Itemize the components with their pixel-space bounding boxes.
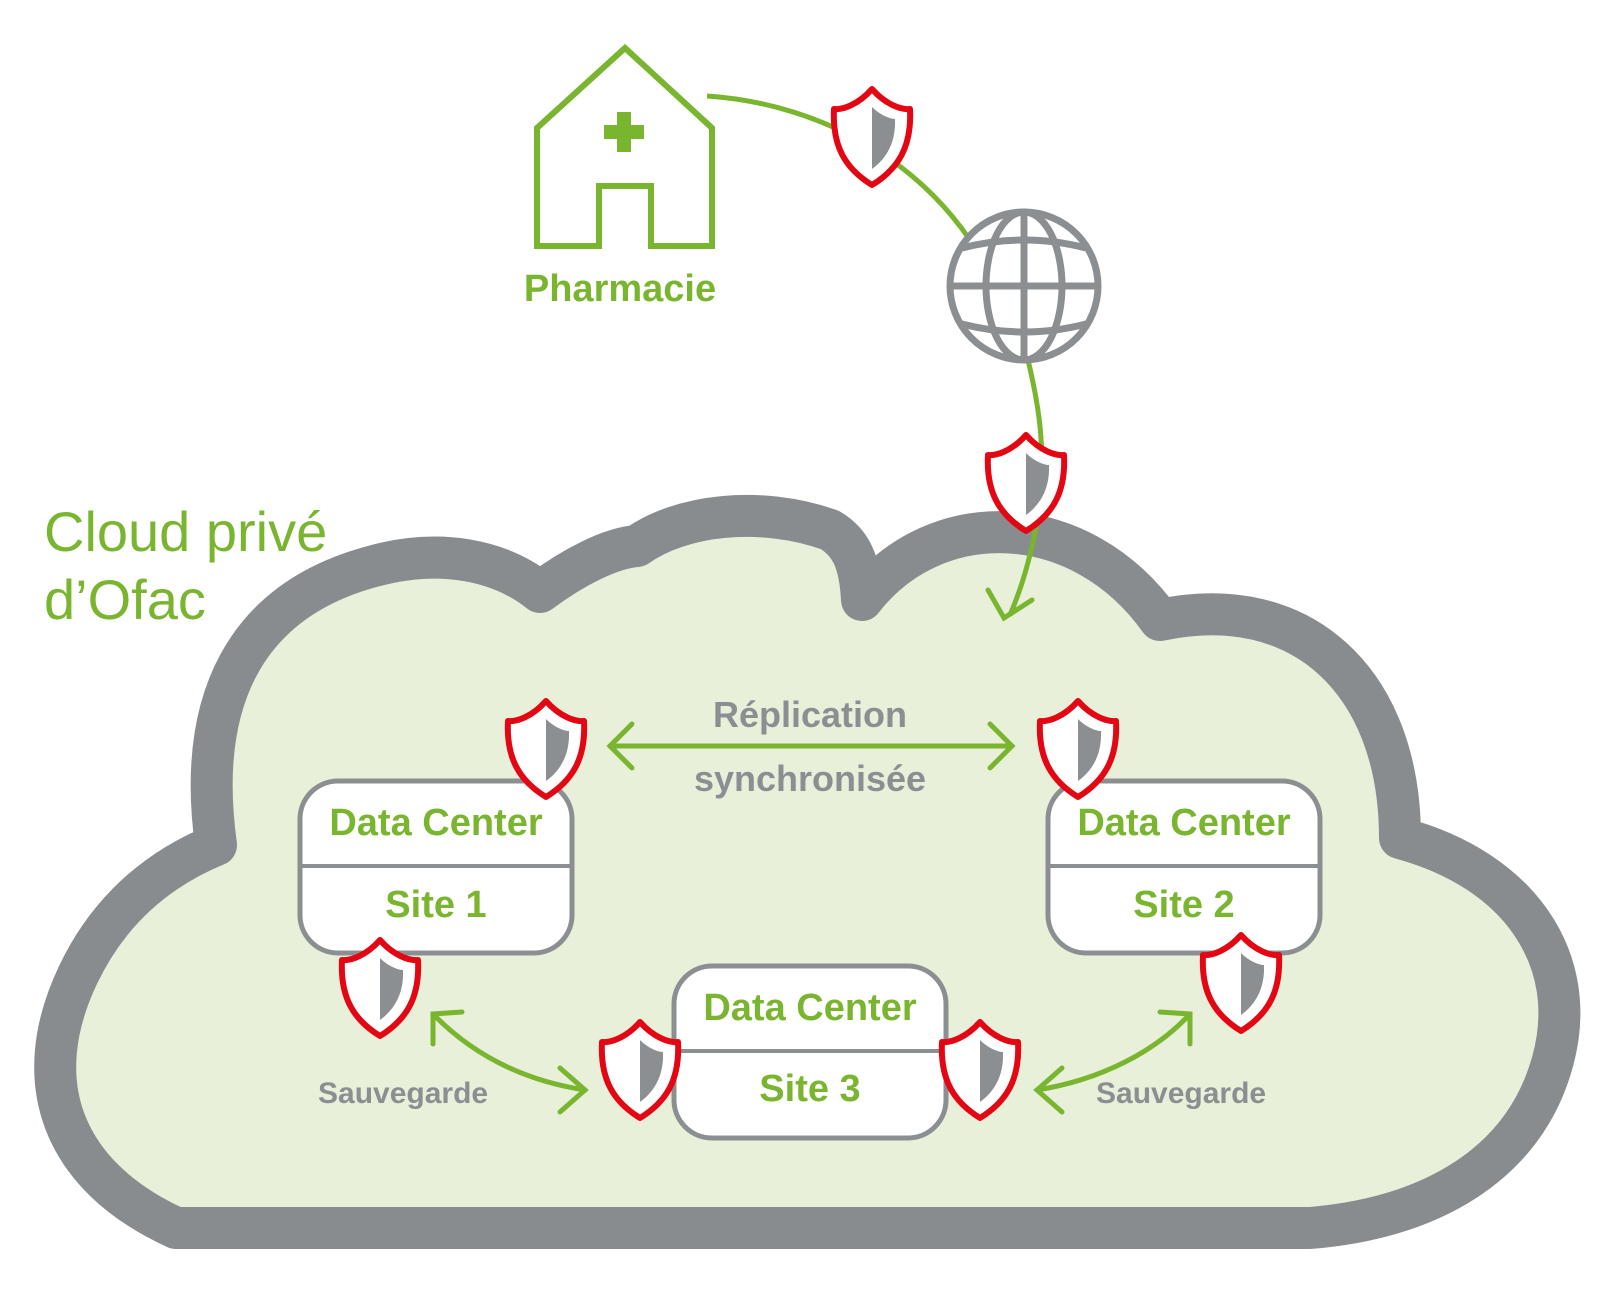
data-center-site: Site 1	[385, 884, 487, 926]
cloud-entry-arrowhead	[985, 587, 1035, 622]
security-shield-icon	[834, 89, 910, 185]
globe-icon	[946, 208, 1102, 364]
data-center-title: Data Center	[329, 802, 543, 844]
data-center-title: Data Center	[703, 987, 917, 1029]
cloud-title-line-2: d’Ofac	[44, 568, 206, 631]
replication-label-line-2: synchronisée	[693, 758, 927, 799]
data-center-title: Data Center	[1077, 802, 1291, 844]
private-cloud-shape	[34, 494, 1581, 1249]
cloud-title: Cloud privé d’Ofac	[44, 498, 327, 634]
data-center-site: Site 2	[1133, 884, 1235, 926]
backup-label-right: Sauvegarde	[1096, 1077, 1267, 1110]
data-center-site: Site 3	[759, 1068, 861, 1110]
data-center-box-site-1	[297, 778, 575, 956]
data-center-box-site-2	[1045, 778, 1323, 956]
backup-arrow-right	[1033, 1009, 1193, 1115]
backup-arrow-left	[430, 1009, 589, 1115]
replication-label-line-1: Réplication	[712, 694, 908, 735]
pharmacy-label: Pharmacie	[523, 268, 717, 310]
cloud-title-line-1: Cloud privé	[44, 500, 328, 563]
replication-arrow	[606, 721, 1016, 771]
backup-label-left: Sauvegarde	[318, 1077, 489, 1110]
data-center-box-site-3	[671, 963, 949, 1141]
pharmacy-building-icon	[534, 43, 715, 249]
